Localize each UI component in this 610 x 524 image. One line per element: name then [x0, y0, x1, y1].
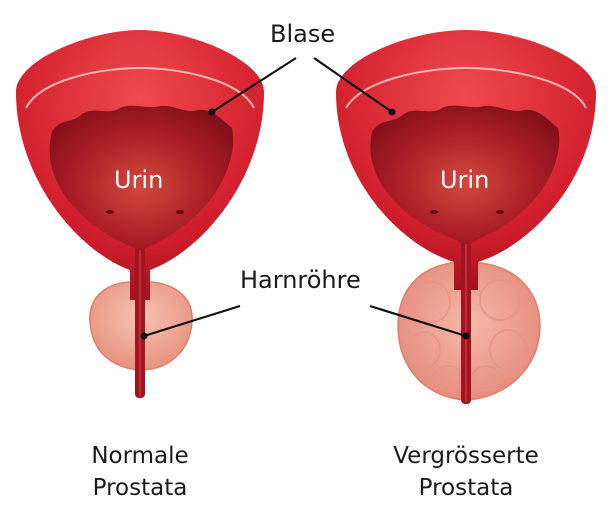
label-urin-left: Urin [114, 166, 164, 194]
caption-normal: Normale Prostata [20, 440, 260, 504]
caption-normal-line2: Prostata [92, 475, 188, 501]
right-urine-cavity [370, 105, 560, 246]
label-blase: Blase [270, 20, 336, 48]
blase-pointer-right [313, 57, 393, 113]
left-anatomy [16, 30, 264, 398]
right-anatomy [336, 30, 596, 404]
caption-enlarged-line1: Vergrösserte [393, 443, 539, 469]
caption-enlarged: Vergrösserte Prostata [346, 440, 586, 504]
caption-enlarged-line2: Prostata [418, 475, 514, 501]
harnroehre-pointer-right [369, 304, 467, 338]
caption-normal-line1: Normale [91, 443, 189, 469]
label-harnroehre: Harnröhre [240, 266, 361, 294]
blase-pointer-left [211, 57, 297, 113]
harnroehre-pointer-left [143, 304, 241, 338]
left-urine-cavity [49, 105, 234, 252]
pointer-lines [140, 57, 470, 340]
label-urin-right: Urin [440, 166, 490, 194]
